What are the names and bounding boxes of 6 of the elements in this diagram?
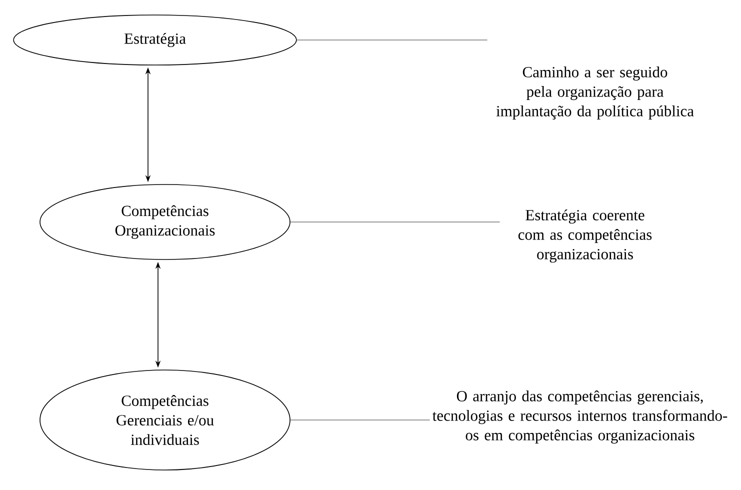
ellipse-node: Competências Gerenciais e/ou individuais	[40, 370, 290, 470]
ellipse-node: Competências Organizacionais	[40, 184, 290, 260]
ellipse-node: Estratégia	[13, 14, 297, 66]
description-text: O arranjo das competências gerenciais, tecnologias e recursos internos transformando-os em competências organizacionais	[432, 390, 728, 444]
description-text: Caminho a ser seguido pela organização para implantação da política pública	[496, 66, 694, 120]
description-text: Estratégia coerente com as competências organizacionais	[518, 209, 652, 263]
